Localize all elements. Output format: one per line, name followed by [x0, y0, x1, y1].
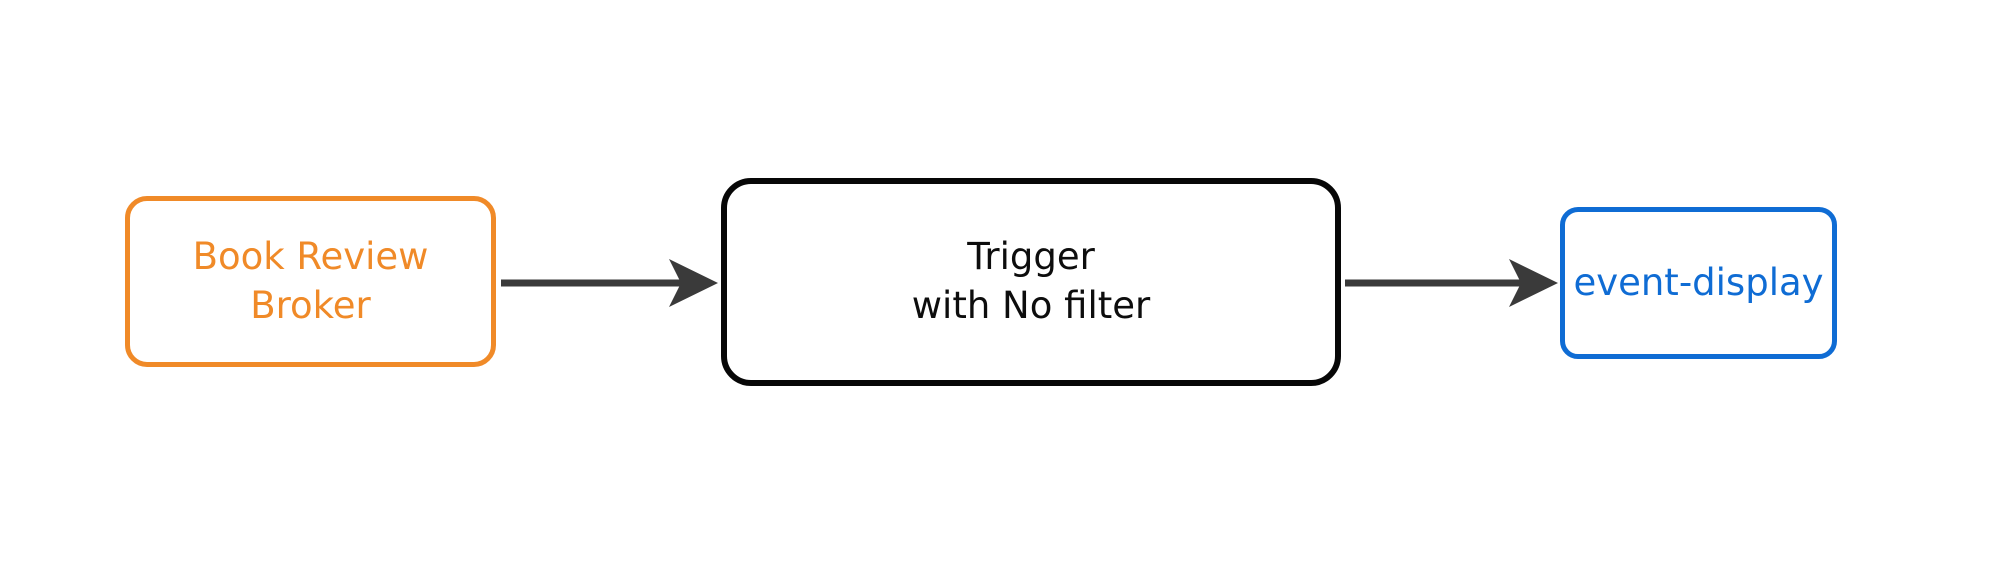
node-trigger-label: Trigger with No filter: [911, 235, 1151, 327]
node-trigger-with-no-filter[interactable]: Trigger with No filter: [721, 178, 1341, 386]
node-sink-label: event-display: [1573, 260, 1824, 304]
node-broker-label: Book Review Broker: [192, 234, 429, 327]
edge-broker-to-trigger-arrowhead: [669, 259, 718, 307]
node-book-review-broker[interactable]: Book Review Broker: [125, 196, 496, 367]
edge-trigger-to-sink-arrowhead: [1509, 259, 1558, 307]
node-event-display[interactable]: event-display: [1560, 207, 1837, 359]
